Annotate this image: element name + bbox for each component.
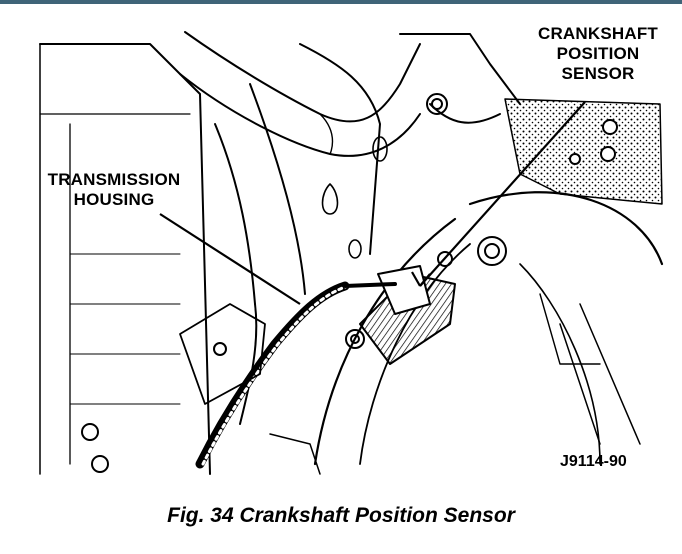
illustration	[0, 4, 682, 490]
crankshaft-label-line3: SENSOR	[561, 64, 635, 83]
figure-caption: Fig. 34 Crankshaft Position Sensor	[167, 504, 515, 527]
crankshaft-label-line1: CRANKSHAFT	[537, 24, 659, 43]
transmission-label-line2: HOUSING	[73, 190, 155, 209]
transmission-label-line1: TRANSMISSION	[47, 170, 181, 189]
top-frame-bar	[0, 0, 682, 4]
transmission-housing-label: TRANSMISSION HOUSING	[34, 170, 194, 210]
figure-code: J9114-90	[560, 453, 627, 470]
transmission-housing-leader	[159, 213, 301, 305]
crankshaft-label-line2: POSITION	[556, 44, 640, 63]
crankshaft-sensor-label: CRANKSHAFT POSITION SENSOR	[528, 24, 668, 84]
engine-line-drawing	[39, 31, 664, 475]
crankshaft-sensor-leader	[419, 101, 586, 287]
